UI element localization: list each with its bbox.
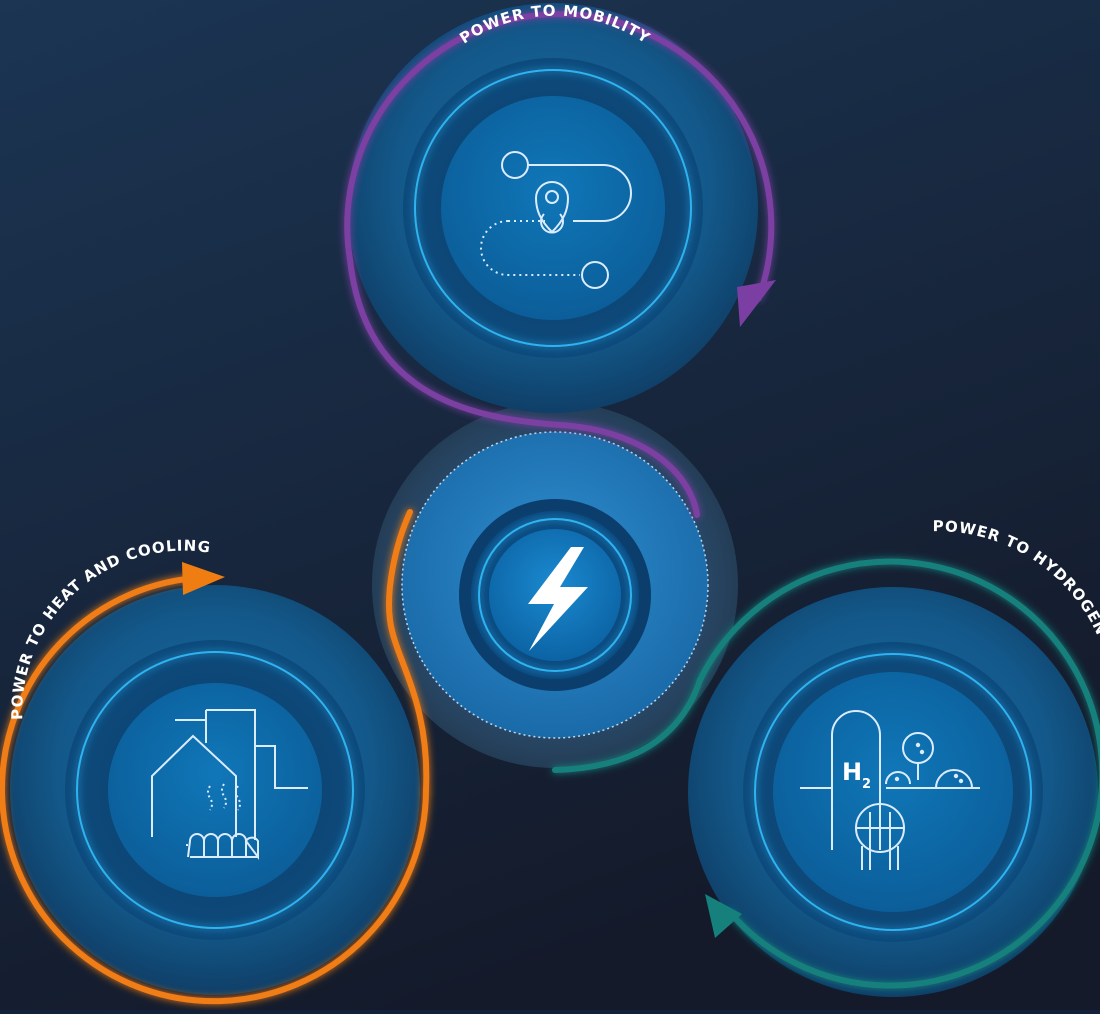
center-node [372,402,738,768]
hydrogen-plant-icon [800,710,980,870]
mobility-flow-tail [347,257,700,518]
mobility-flow-arc [344,11,775,302]
mobility-arrowhead-icon [737,280,776,327]
lightning-bolt-icon [528,547,588,651]
node-heat-cooling: POWER TO HEAT AND COOLING [0,509,430,1005]
hydrogen-subscript: 2 [862,777,871,792]
house-radiator-icon [151,709,308,860]
hydrogen-flow-arc [697,558,1100,989]
heat-arrowhead-icon [182,562,225,595]
hydrogen-flow-tail [552,677,703,773]
hydrogen-arrowhead-icon [705,894,742,938]
heat-flow-arc [0,575,429,1005]
node-hydrogen: H 2 POWER TO HYDROGEN [552,517,1100,997]
route-pin-icon [480,151,632,289]
node-mobility: POWER TO MOBILITY [344,2,776,518]
hydrogen-symbol: H [842,758,862,786]
heat-flow-tail [386,509,430,793]
